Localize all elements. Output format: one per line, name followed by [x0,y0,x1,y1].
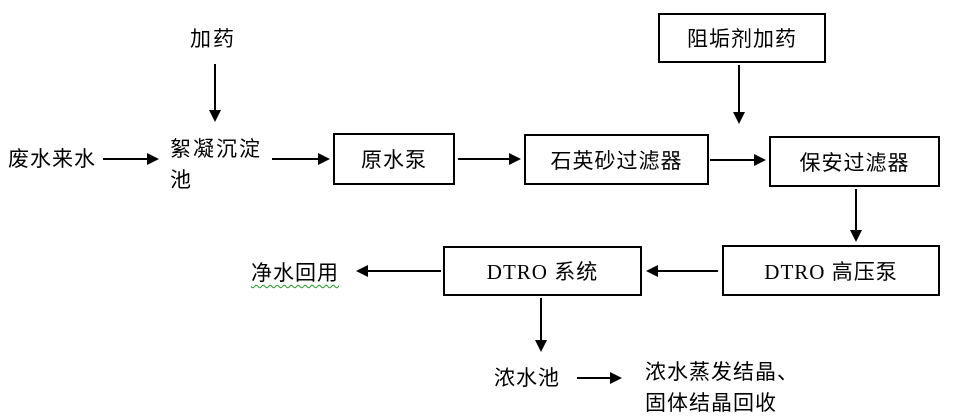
arrow-raw-water-pump-to-quartz-filter [458,153,521,165]
arrow-security-filter-to-dtro-pump [850,189,862,242]
clean-water-reuse-label: 净水回用 [251,261,339,285]
arrow-dtro-system-to-clean-water-reuse [356,265,441,277]
raw-water-pump-box: 原水泵 [333,133,455,185]
arrow-antiscalant-dosing-down [733,65,745,124]
antiscalant-dosing-box: 阻垢剂加药 [658,13,826,63]
arrow-influent-to-floc-tank [103,153,159,165]
quartz-sand-filter-box: 石英砂过滤器 [524,134,709,185]
evaporation-note-line1: 浓水蒸发结晶、 [645,360,799,384]
concentrate-tank-label: 浓水池 [494,366,560,390]
flocculation-tank-label: 絮凝沉淀池 [170,137,262,192]
security-filter-box: 保安过滤器 [769,136,940,187]
dtro-high-pressure-pump-box: DTRO 高压泵 [722,245,940,296]
arrow-concentrate-tank-to-evaporation [577,372,622,384]
dtro-system-box: DTRO 系统 [443,246,642,296]
arrow-dtro-system-to-concentrate-tank [535,298,547,352]
influent-label: 废水来水 [8,147,96,171]
arrow-floc-tank-to-raw-water-pump [272,153,330,165]
arrow-dosing-to-floc-tank [209,64,221,122]
evaporation-note: 浓水蒸发结晶、 固体结晶回收 [645,357,799,417]
arrow-dtro-pump-to-dtro-system [646,265,718,277]
dosing-label: 加药 [190,27,236,51]
evaporation-note-line2: 固体结晶回收 [645,391,777,415]
arrow-quartz-filter-to-security-filter [710,154,766,166]
